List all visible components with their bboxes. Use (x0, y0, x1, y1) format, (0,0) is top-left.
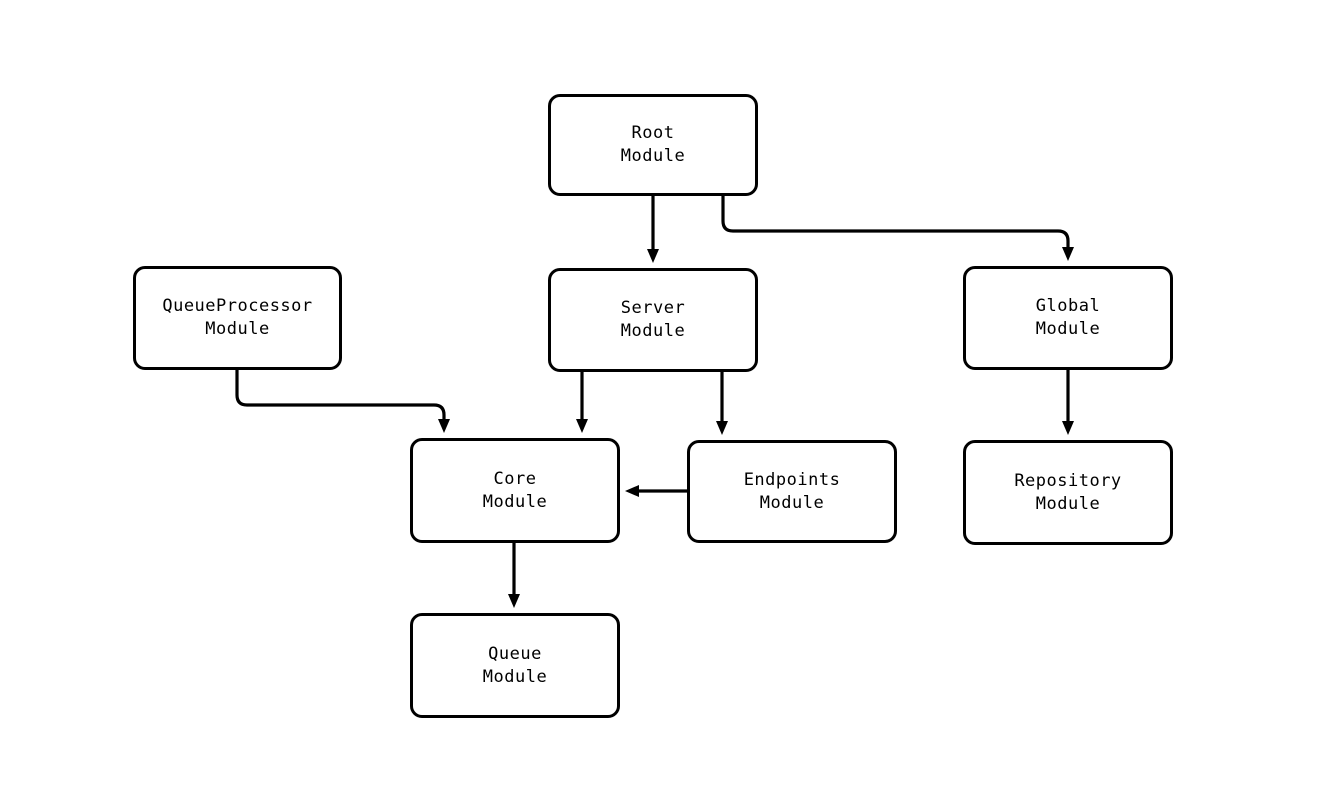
node-root-name: Root (631, 123, 675, 144)
node-queue[interactable]: Queue Module (410, 613, 620, 718)
node-global[interactable]: Global Module (963, 266, 1173, 370)
node-server[interactable]: Server Module (548, 268, 758, 372)
node-root-suffix: Module (620, 146, 686, 166)
node-core-suffix: Module (482, 491, 548, 512)
edge-root-to-global (721, 196, 1074, 261)
node-server-name: Server (620, 298, 686, 319)
node-endpoints[interactable]: Endpoints Module (687, 440, 897, 543)
node-queue-suffix: Module (482, 666, 548, 687)
node-repository-suffix: Module (1035, 493, 1101, 514)
node-core-name: Core (493, 468, 537, 489)
node-global-suffix: Module (1035, 319, 1101, 339)
node-root[interactable]: Root Module (548, 94, 758, 196)
node-queue-name: Queue (488, 643, 542, 664)
node-server-suffix: Module (620, 321, 686, 341)
node-endpoints-suffix: Module (759, 492, 825, 513)
node-endpoints-name: Endpoints (743, 469, 841, 490)
node-core[interactable]: Core Module (410, 438, 620, 543)
node-repository-name: Repository (1014, 470, 1122, 491)
node-queueprocessor-name: QueueProcessor (162, 296, 313, 317)
node-global-name: Global (1035, 296, 1101, 317)
edge-queueprocessor-to-core (235, 370, 450, 433)
node-queueprocessor[interactable]: QueueProcessor Module (133, 266, 342, 370)
node-queueprocessor-suffix: Module (205, 319, 270, 339)
node-repository[interactable]: Repository Module (963, 440, 1173, 545)
